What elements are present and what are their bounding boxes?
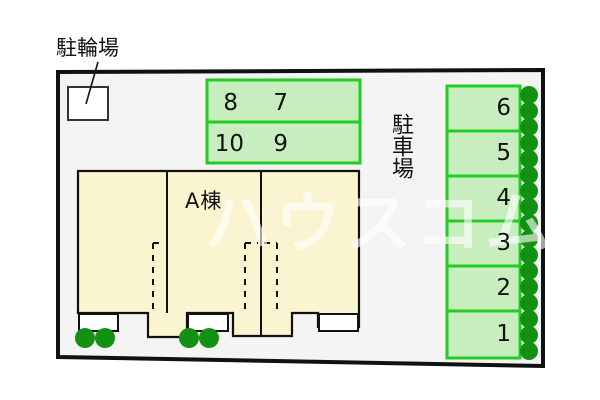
tree-icon — [75, 328, 95, 348]
tree-row-bottom — [75, 328, 219, 348]
bicycle-parking-box — [67, 86, 109, 121]
right-stall-cell — [445, 84, 522, 133]
right-stall-cell — [445, 219, 522, 268]
stall-number-10: 10 — [214, 131, 244, 157]
tree-icon — [520, 134, 538, 152]
tree-icon — [520, 310, 538, 328]
tree-icon — [520, 278, 538, 296]
bicycle-parking-label: 駐輪場 — [56, 36, 119, 60]
tree-icon — [520, 262, 538, 280]
stall-number-6: 6 — [496, 95, 511, 121]
tree-icon — [520, 326, 538, 344]
bicycle-parking-leader-line — [85, 61, 99, 105]
tree-icon — [199, 328, 219, 348]
tree-icon — [520, 342, 538, 360]
tree-icon — [520, 86, 538, 104]
stall-number-5: 5 — [496, 140, 511, 166]
stall-number-2: 2 — [496, 275, 511, 301]
tree-icon — [95, 328, 115, 348]
tree-icon — [520, 166, 538, 184]
stall-number-7: 7 — [273, 90, 288, 116]
right-stall-cell — [445, 129, 522, 178]
tree-icon — [520, 246, 538, 264]
building-a — [76, 169, 361, 339]
stall-number-9: 9 — [273, 131, 288, 157]
right-stall-cell — [445, 309, 522, 360]
tree-row-right — [520, 86, 538, 360]
right-stall-block — [445, 84, 522, 360]
right-stall-cell — [445, 264, 522, 313]
tree-icon — [520, 102, 538, 120]
tree-icon — [520, 182, 538, 200]
tree-icon — [520, 118, 538, 136]
building-name-label: A棟 — [185, 189, 223, 213]
stall-number-8: 8 — [223, 90, 238, 116]
parking-lot-label: 駐車場 — [387, 113, 413, 179]
tree-icon — [179, 328, 199, 348]
tree-icon — [520, 230, 538, 248]
stall-number-4: 4 — [496, 185, 511, 211]
top-stall-row-1 — [205, 78, 362, 124]
stall-number-3: 3 — [496, 230, 511, 256]
top-stall-block — [205, 78, 362, 165]
stall-number-1: 1 — [496, 321, 511, 347]
top-stall-row-2 — [205, 120, 362, 165]
tree-icon — [520, 198, 538, 216]
entrance-box-3 — [318, 313, 359, 332]
tree-icon — [520, 150, 538, 168]
tree-icon — [520, 214, 538, 232]
tree-icon — [520, 294, 538, 312]
